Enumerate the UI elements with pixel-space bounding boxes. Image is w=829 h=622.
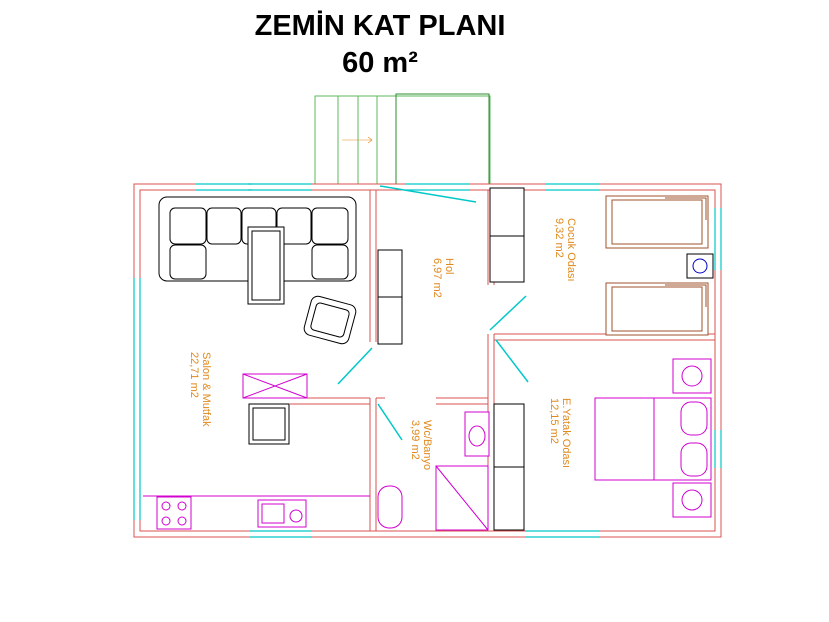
child-beds: [605, 195, 709, 336]
cocuk-area: 9,32 m2: [553, 218, 565, 258]
room-labels: Salon & Mutfak 22,71 m2 Hol 6,97 m2 Cocu…: [188, 218, 577, 470]
plan-title: ZEMİN KAT PLANI: [254, 10, 506, 42]
hol-label: Hol: [443, 258, 455, 275]
kitchen-table: [242, 373, 308, 445]
doors: [337, 185, 529, 441]
windows: [133, 183, 722, 538]
bathroom-fixtures: [377, 411, 490, 531]
hol-area: 6,97 m2: [431, 258, 443, 298]
yatak-label: E.Yatak Odası: [560, 398, 572, 468]
entrance-stairs: [314, 93, 491, 185]
salon-label: Salon & Mutfak: [200, 352, 212, 427]
wc-area: 3,99 m2: [409, 420, 421, 460]
salon-area: 22,71 m2: [188, 352, 200, 398]
wardrobes: [377, 187, 525, 531]
kitchen-counter: [143, 495, 370, 530]
child-nightstand: [686, 253, 714, 279]
armchair: [303, 295, 357, 345]
corner-sofa: [158, 196, 357, 305]
wc-label: Wc/Banyo: [421, 420, 433, 470]
plan-area: 60 m²: [342, 47, 418, 79]
cocuk-label: Cocuk Odası: [565, 218, 577, 282]
double-bed: [594, 358, 712, 518]
yatak-area: 12,15 m2: [548, 398, 560, 444]
